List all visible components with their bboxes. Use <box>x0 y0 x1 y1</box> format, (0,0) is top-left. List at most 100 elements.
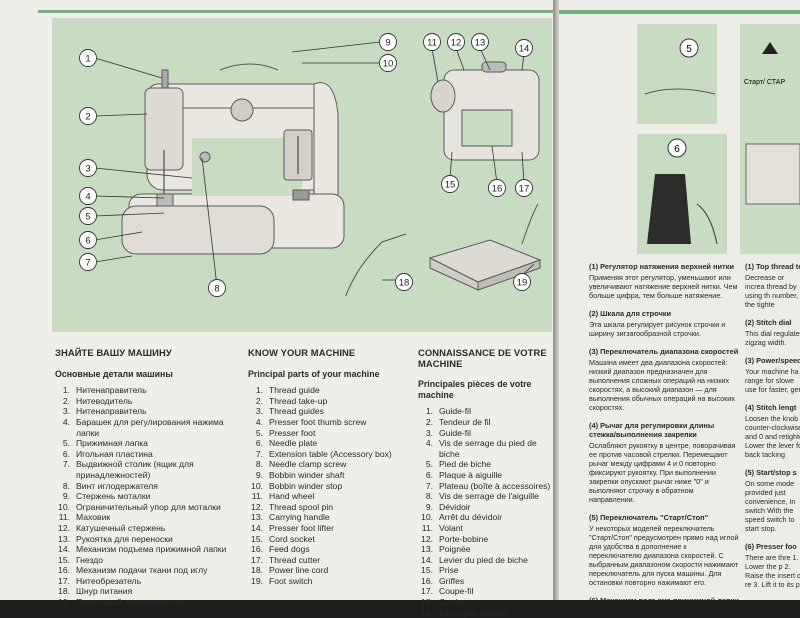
item-text: Thread take-up <box>269 395 328 406</box>
item-number: 14. <box>421 554 433 565</box>
item-number: 16. <box>251 544 263 555</box>
section-title: (3) Power/speed <box>745 356 800 365</box>
list-item: 3.Guide-fil <box>418 428 558 439</box>
list-item: 6.Игольная пластина <box>55 449 235 460</box>
item-number: 6. <box>425 469 433 480</box>
list-item: 4. Барашек для регулирования нажима лапки <box>55 417 235 438</box>
start-label: Старт/ СТАР <box>744 79 785 86</box>
green-header-strip-right <box>559 10 800 14</box>
item-number: 17. <box>421 586 433 597</box>
list-item: 12.Катушечный стержень <box>55 523 235 534</box>
item-number: 15. <box>58 554 70 565</box>
list-item: 8.Vis de serrage de l'aiguille <box>418 491 558 502</box>
item-number: 16. <box>58 565 70 576</box>
list-item: 15. Cord socket <box>248 534 408 545</box>
item-number: 4. <box>62 416 70 427</box>
callout-marker: 2 <box>79 107 97 125</box>
item-number: 2. <box>425 416 433 427</box>
item-text: Griffes <box>439 575 465 586</box>
french-subheading: Principales pièces de votre machine <box>418 379 532 400</box>
callout-marker: 19 <box>513 273 531 291</box>
item-text: Механизм подачи ткани под иглу <box>76 565 208 576</box>
callout-marker: 8 <box>208 279 226 297</box>
item-text: Vis de serrage du pied de biche <box>439 438 537 459</box>
callout-number: 6 <box>85 236 90 247</box>
list-item: 18.Cordon <box>418 597 558 608</box>
item-number: 3. <box>62 406 70 417</box>
callout-number: 7 <box>85 258 90 269</box>
item-number: 11. <box>58 512 70 523</box>
item-text: Pied de biche <box>439 459 492 470</box>
item-text: Needle clamp screw <box>269 459 347 470</box>
instruction-section: (5) Переключатель "Старт/Стоп"У некоторы… <box>589 513 739 587</box>
item-text: Guide-fil <box>439 406 471 417</box>
green-header-strip <box>38 10 553 13</box>
callout-number: 9 <box>385 38 390 49</box>
callout-number: 10 <box>383 59 394 70</box>
callout-number: 18 <box>399 278 410 289</box>
item-number: 10. <box>421 512 433 523</box>
callout-5-right: 5 <box>686 44 692 55</box>
item-number: 5. <box>62 438 70 449</box>
item-number: 11. <box>421 522 433 533</box>
illustration-start-label: Старт/ СТАР <box>740 24 800 254</box>
item-number: 1. <box>62 385 70 396</box>
item-number: 15. <box>251 533 263 544</box>
section-title: (3) Переключатель диапазона скоростей <box>589 347 739 356</box>
item-number: 14. <box>58 544 70 555</box>
item-text: Гнездо <box>76 554 104 565</box>
item-text: Bobbin winder shaft <box>269 469 345 480</box>
list-item: 18.Шнур питания <box>55 586 235 597</box>
callout-marker: 14 <box>515 39 533 57</box>
section-title: (5) Переключатель "Старт/Стоп" <box>589 513 709 522</box>
list-item: 9.Bobbin winder shaft <box>248 470 408 481</box>
section-body: Машина имеет два диапазона скоростей: ни… <box>589 358 735 412</box>
list-item: 4.Vis de serrage du pied de biche <box>418 438 558 459</box>
item-text: Poignée <box>439 544 471 555</box>
list-item: 10. Ограничительный упор для моталки <box>55 502 235 513</box>
item-number: 7. <box>255 448 263 459</box>
item-number: 15. <box>421 565 433 576</box>
list-item: 5.Pied de biche <box>418 459 558 470</box>
callout-marker: 17 <box>515 179 533 197</box>
item-text: Маховик <box>76 512 111 523</box>
list-item: 12.Thread spool pin <box>248 502 408 513</box>
machine-drawing <box>94 41 542 297</box>
item-number: 10. <box>58 501 70 512</box>
callout-number: 8 <box>214 284 219 295</box>
item-text: Coupe-fil <box>439 586 474 597</box>
callout-number: 4 <box>85 192 90 203</box>
item-number: 14. <box>251 522 263 533</box>
section-body: Your machine ha range for slowe use for … <box>745 367 800 394</box>
item-number: 7. <box>425 480 433 491</box>
item-text: Ограничительный упор для моталки <box>76 501 221 512</box>
item-text: Feed dogs <box>269 544 310 555</box>
list-item: 15.Prise <box>418 565 558 576</box>
item-number: 2. <box>62 395 70 406</box>
list-item: 3. Нитенаправитель <box>55 406 235 417</box>
item-text: Volant <box>439 522 463 533</box>
list-item: 14.Presser foot lifter <box>248 523 408 534</box>
section-title: (1) Регулятор натяжения верхней нитки <box>589 262 734 271</box>
callout-marker: 4 <box>79 187 97 205</box>
list-item: 16. Механизм подачи ткани под иглу <box>55 565 235 576</box>
list-item: 12.Porte-bobine <box>418 534 558 545</box>
list-item: 15. Гнездо <box>55 555 235 566</box>
item-number: 8. <box>425 491 433 502</box>
item-text: Барашек для регулирования нажима лапки <box>76 416 224 438</box>
list-item: 19.Педальный переключатель <box>55 597 235 608</box>
item-text: Педальный переключатель <box>76 597 186 608</box>
item-text: Нитенаправитель <box>76 406 147 417</box>
list-item: 10.Bobbin winder stop <box>248 481 408 492</box>
item-text: Hand wheel <box>269 491 315 502</box>
item-text: Винт иглодержателя <box>76 480 158 491</box>
callout-number: 14 <box>519 44 530 55</box>
item-text: Cord socket <box>269 533 315 544</box>
